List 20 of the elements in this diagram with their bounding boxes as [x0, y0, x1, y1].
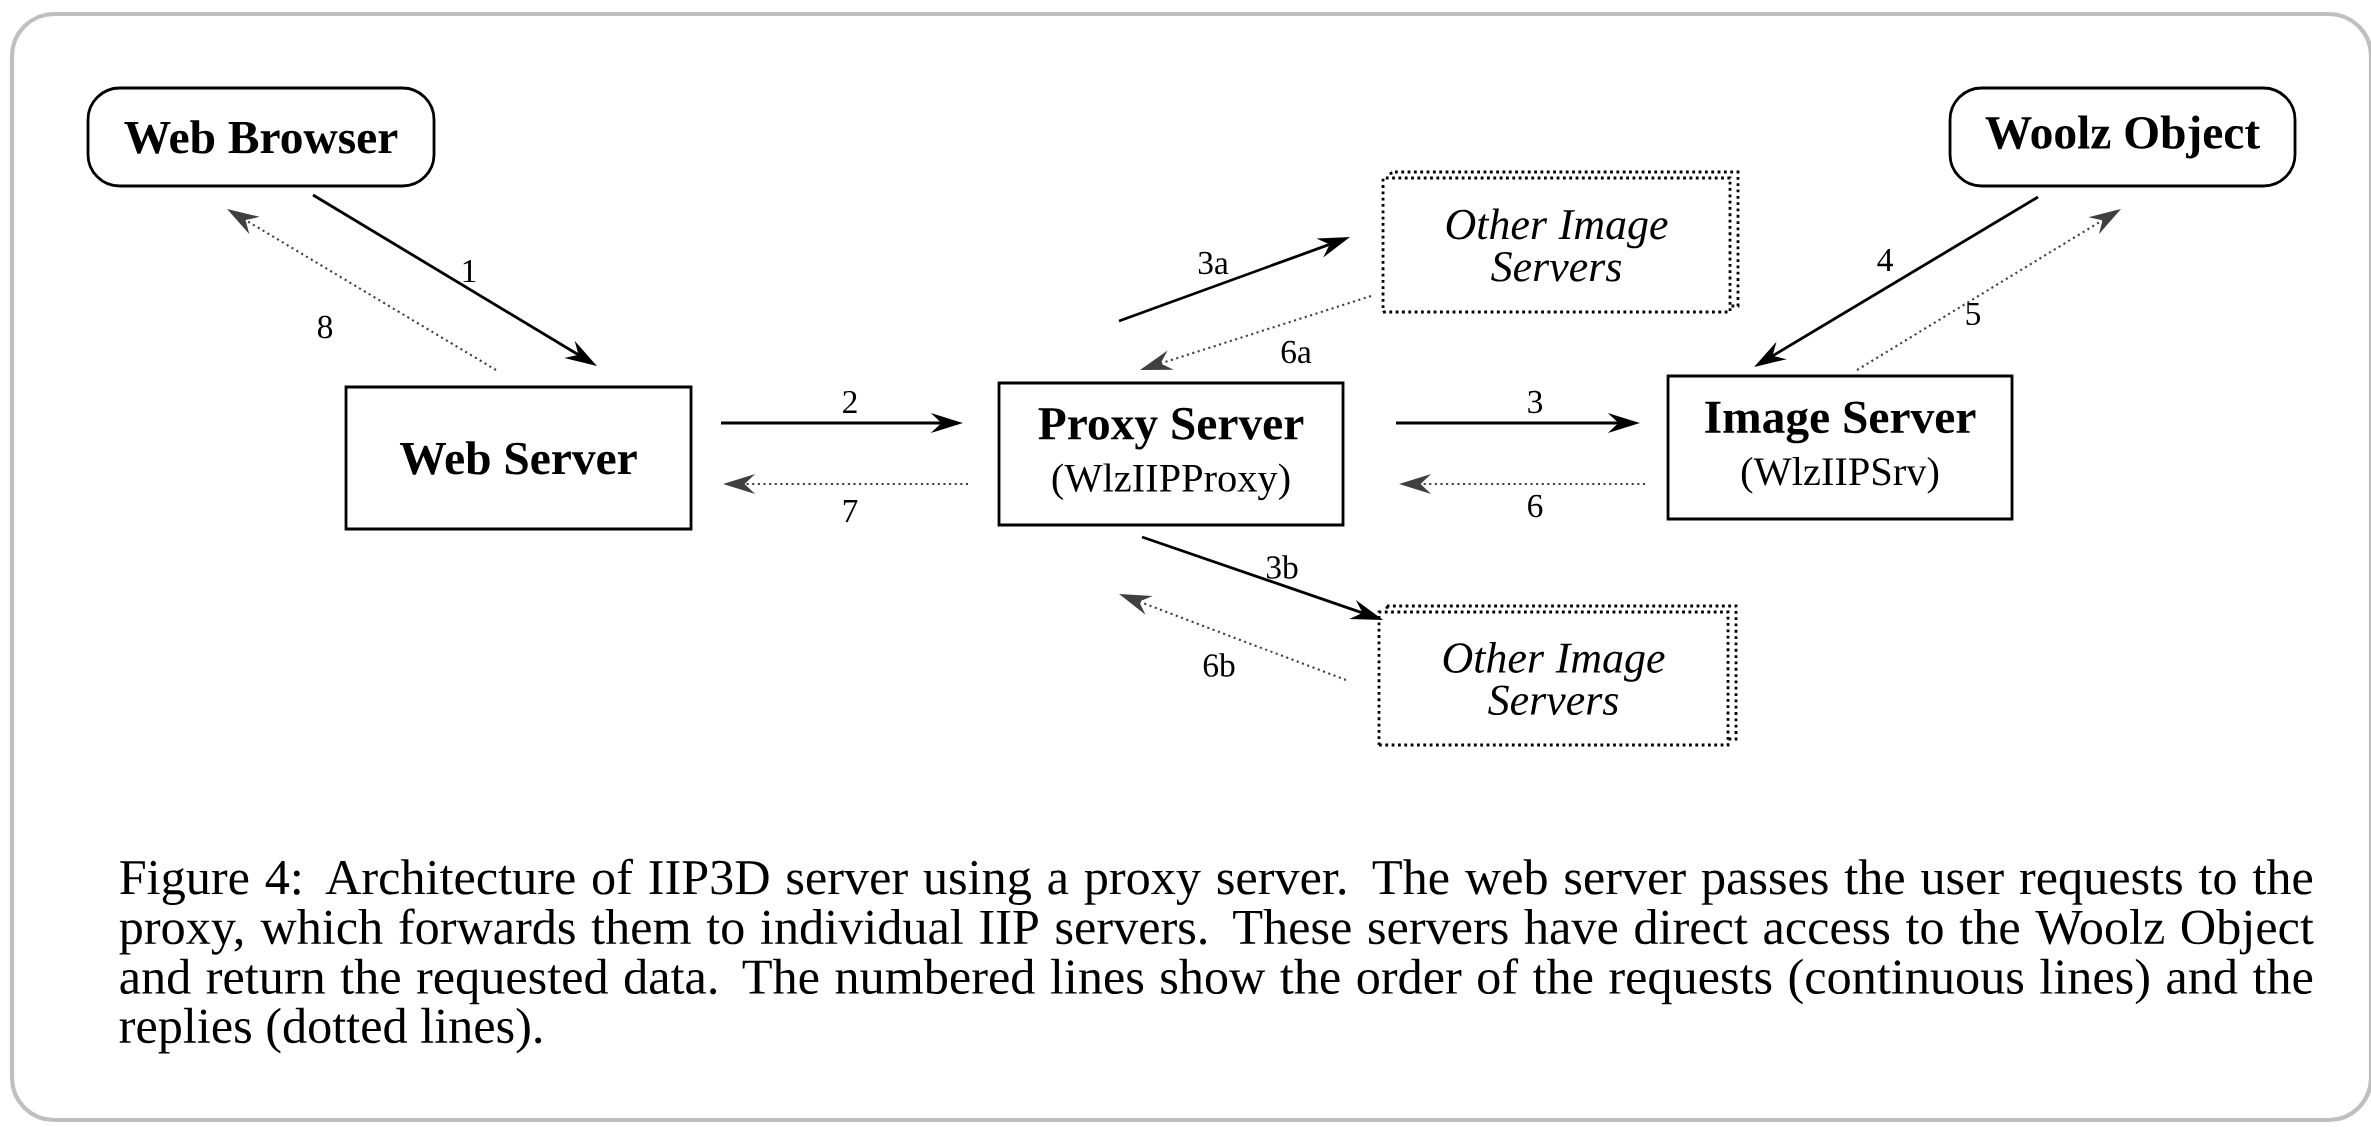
component-box: Proxy Server (WlzIIPProxy) [997, 381, 1345, 527]
edge-label: 3a [1198, 251, 1229, 275]
edge-label: 6 [1528, 494, 1543, 518]
figure-caption: Figure 4: Architecture of IIP3D server using a proxy server. The web server passes the user requests to the proxy, which forwards them to individual IIP servers. These servers have direct access to the Woolz Object and return the requested data. The numbered lines show the order of the requests (continuous lines) and the replies (dotted lines). [119, 858, 2314, 1054]
edge-label: 3 [1528, 390, 1543, 414]
server-stack-box: Other Image Servers [1381, 170, 1740, 314]
edge-label: 3b [1266, 555, 1298, 579]
component-box: Woolz Object [1948, 86, 2297, 188]
edge-label: 6a [1281, 340, 1312, 364]
component-box: Image Server (WlzIIPSrv) [1666, 374, 2014, 521]
edge-label: 7 [843, 500, 858, 522]
edge-label: 5 [1966, 302, 1981, 326]
server-stack-box: Other Image Servers [1377, 604, 1738, 747]
component-box: Web Server [344, 385, 693, 531]
edge-label: 8 [317, 315, 333, 339]
edge-label: 2 [843, 390, 857, 414]
edge-label: 4 [1877, 249, 1893, 271]
edge-label: 1 [463, 260, 476, 283]
edge-label: 6b [1203, 653, 1235, 677]
component-box: Web Browser [86, 86, 436, 188]
